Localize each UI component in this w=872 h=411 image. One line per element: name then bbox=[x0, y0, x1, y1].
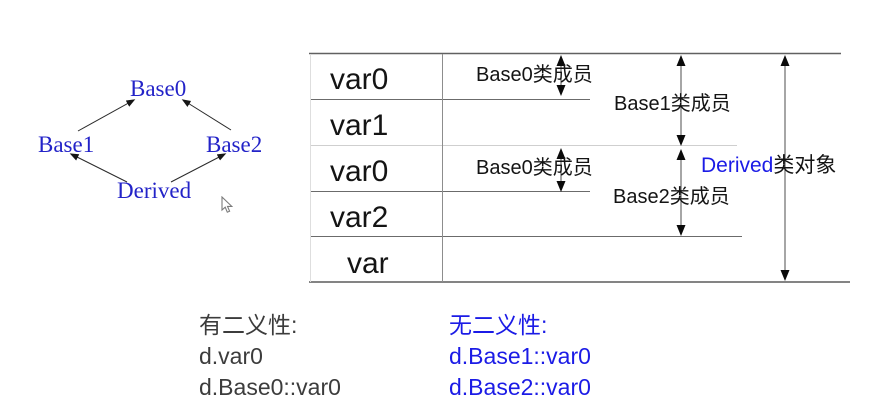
class-label-base2: Base2 bbox=[206, 132, 263, 157]
class-label-base0: Base0 bbox=[130, 76, 187, 101]
annotation-base0-members-top: Base0类成员 bbox=[476, 64, 593, 86]
arrow-base1-to-base0 bbox=[77, 99, 136, 132]
mouse-cursor-icon bbox=[221, 196, 234, 213]
derived-object-class-name: Derived bbox=[701, 154, 774, 177]
memory-row-var: var bbox=[347, 247, 389, 280]
arrow-base2-to-base0 bbox=[181, 99, 232, 131]
unambiguous-line-2: d.Base2::var0 bbox=[449, 374, 591, 400]
class-label-base1: Base1 bbox=[38, 132, 95, 157]
annotation-derived-object: Derived类对象 bbox=[701, 154, 836, 178]
ambiguous-line-1: d.var0 bbox=[199, 343, 263, 369]
unambiguous-line-1: d.Base1::var0 bbox=[449, 343, 591, 369]
ambiguous-line-2: d.Base0::var0 bbox=[199, 374, 341, 400]
annotation-base1-members: Base1类成员 bbox=[614, 93, 731, 115]
memory-row-var2: var2 bbox=[330, 201, 389, 234]
unambiguous-title: 无二义性: bbox=[449, 312, 548, 338]
ambiguous-title: 有二义性: bbox=[199, 312, 298, 338]
derived-object-suffix: 类对象 bbox=[773, 154, 837, 177]
annotation-base2-members: Base2类成员 bbox=[613, 186, 730, 208]
memory-row-var1: var1 bbox=[330, 109, 389, 142]
class-label-derived: Derived bbox=[117, 178, 192, 203]
annotation-base0-members-mid: Base0类成员 bbox=[476, 157, 593, 179]
memory-row-var0-b: var0 bbox=[330, 155, 389, 188]
memory-row-var0-a: var0 bbox=[330, 63, 389, 96]
